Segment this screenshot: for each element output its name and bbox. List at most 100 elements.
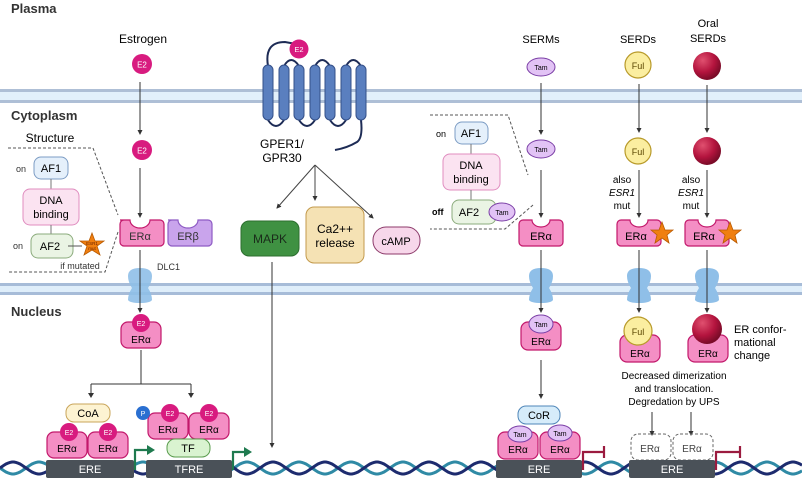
gper-helix	[340, 64, 352, 121]
branch-arrows	[90, 350, 192, 395]
svg-text:Tam: Tam	[495, 210, 508, 217]
gper1-receptor: E2	[262, 39, 367, 151]
svg-text:cAMP: cAMP	[381, 236, 410, 248]
svg-text:ERE: ERE	[661, 464, 684, 476]
svg-text:Tam: Tam	[513, 432, 526, 439]
e2-ligand-cytoplasm: E2	[132, 140, 152, 160]
svg-text:Ca2++: Ca2++	[317, 222, 353, 236]
svg-text:also: also	[613, 175, 632, 186]
serd-era-receptor: ERα	[616, 219, 675, 247]
svg-text:ERα: ERα	[531, 337, 551, 348]
estrogen-structure-panel: Structure on AF1 DNA binding on AF2 ESR1…	[8, 131, 119, 273]
svg-text:E2: E2	[137, 61, 147, 70]
svg-text:ERE: ERE	[528, 464, 551, 476]
svg-text:E2: E2	[104, 430, 113, 437]
er-beta-receptor: ERβ	[167, 219, 213, 247]
oral-serd-era-complex-nucleus: ERα	[687, 314, 729, 363]
svg-text:mut: mut	[614, 201, 631, 212]
esr1-mutation-star-icon	[78, 231, 106, 256]
svg-text:binding: binding	[33, 209, 68, 221]
svg-text:release: release	[315, 236, 355, 250]
gper-helix	[278, 64, 290, 121]
camp-node: cAMP	[372, 226, 421, 255]
ere-serm: ERE	[496, 460, 582, 478]
svg-text:ESR1: ESR1	[678, 188, 704, 199]
gper-helix	[324, 64, 336, 121]
serd-mutation-star-icon	[649, 220, 675, 244]
svg-text:Tam: Tam	[553, 431, 566, 438]
mapk-node: MAPK	[240, 220, 300, 257]
degradation-note-2: and translocation.	[635, 384, 714, 395]
degradation-note-1: Decreased dimerization	[621, 371, 726, 382]
svg-text:ERα: ERα	[682, 444, 702, 455]
svg-text:ERE: ERE	[79, 464, 102, 476]
svg-text:also: also	[682, 175, 701, 186]
plasma-membrane	[0, 89, 802, 103]
plasma-label: Plasma	[11, 1, 57, 16]
svg-text:ESR1: ESR1	[609, 188, 635, 199]
e2-era-complex-nucleus: E2 ERα	[120, 314, 162, 349]
tamoxifen-ligand: Tam	[526, 57, 556, 77]
gper-helix	[293, 64, 305, 121]
dlc1-label: DLC1	[157, 262, 180, 272]
gper-helix	[262, 64, 274, 121]
svg-text:Tam: Tam	[534, 322, 547, 329]
svg-text:E2: E2	[137, 321, 146, 328]
degradation-note-3: Degredation by UPS	[628, 397, 719, 408]
svg-text:Ful: Ful	[632, 327, 645, 337]
nucleus-label: Nucleus	[11, 304, 62, 319]
oral-serds-title-2: SERDs	[690, 33, 727, 45]
serm-era-receptor: ERα	[518, 219, 564, 247]
gper-helix	[355, 64, 367, 121]
svg-text:ERα: ERα	[129, 231, 151, 243]
ere-serd: ERE	[629, 460, 715, 478]
gper-loops	[266, 40, 363, 151]
svg-text:MAPK: MAPK	[253, 232, 287, 246]
svg-text:ERα: ERα	[199, 425, 219, 436]
nuclear-membrane	[0, 283, 802, 295]
serds-title: SERDs	[620, 34, 657, 46]
gper-helix	[309, 64, 321, 121]
calcium-release-node: Ca2++ release	[305, 206, 365, 264]
promoter-blocked-icon-2	[714, 446, 742, 470]
svg-text:CoA: CoA	[77, 408, 99, 420]
svg-text:CoR: CoR	[528, 410, 550, 422]
svg-text:ERα: ERα	[98, 444, 118, 455]
tam-era-complex-nucleus: Tam ERα	[520, 314, 562, 351]
er-alpha-receptor: ERα	[119, 219, 165, 247]
svg-text:AF2: AF2	[459, 207, 479, 219]
svg-text:E2: E2	[65, 430, 74, 437]
promoter-active-icon-2	[231, 450, 245, 470]
af2-domain: AF2	[40, 241, 60, 253]
svg-text:ERα: ERα	[640, 444, 660, 455]
structure-title: Structure	[26, 131, 75, 145]
coactivator-complex: CoA E2 E2 ERα ERα	[46, 403, 129, 459]
promoter-blocked-icon	[581, 446, 606, 470]
svg-text:mut: mut	[683, 201, 700, 212]
oral-serd-ligand	[693, 52, 721, 80]
fulvestrant-ligand-cytoplasm: Ful	[624, 137, 652, 165]
svg-text:ERα: ERα	[550, 445, 570, 456]
svg-text:if mutated: if mutated	[60, 261, 100, 271]
svg-text:Ful: Ful	[632, 61, 645, 71]
svg-text:on: on	[16, 164, 26, 174]
estrogen-title: Estrogen	[119, 32, 167, 46]
svg-text:off: off	[432, 207, 444, 217]
ere-estrogen: ERE	[46, 460, 134, 478]
svg-text:ERα: ERα	[131, 335, 151, 346]
e2-ligand: E2	[132, 54, 152, 74]
conformation-note-2: mational	[734, 337, 776, 349]
svg-text:Ful: Ful	[632, 147, 645, 157]
tamoxifen-ligand-cytoplasm: Tam	[526, 139, 556, 159]
conformation-note-1: ER confor-	[734, 324, 787, 336]
svg-text:ERα: ERα	[625, 231, 647, 243]
svg-text:Tam: Tam	[534, 147, 547, 154]
ghost-receptors: ERα ERα	[630, 433, 714, 461]
oral-serds-title-1: Oral	[698, 18, 719, 30]
fulvestrant-ligand: Ful	[624, 51, 652, 79]
svg-text:DNA: DNA	[459, 160, 483, 172]
svg-text:on: on	[436, 129, 446, 139]
cytoplasm-label: Cytoplasm	[11, 108, 77, 123]
